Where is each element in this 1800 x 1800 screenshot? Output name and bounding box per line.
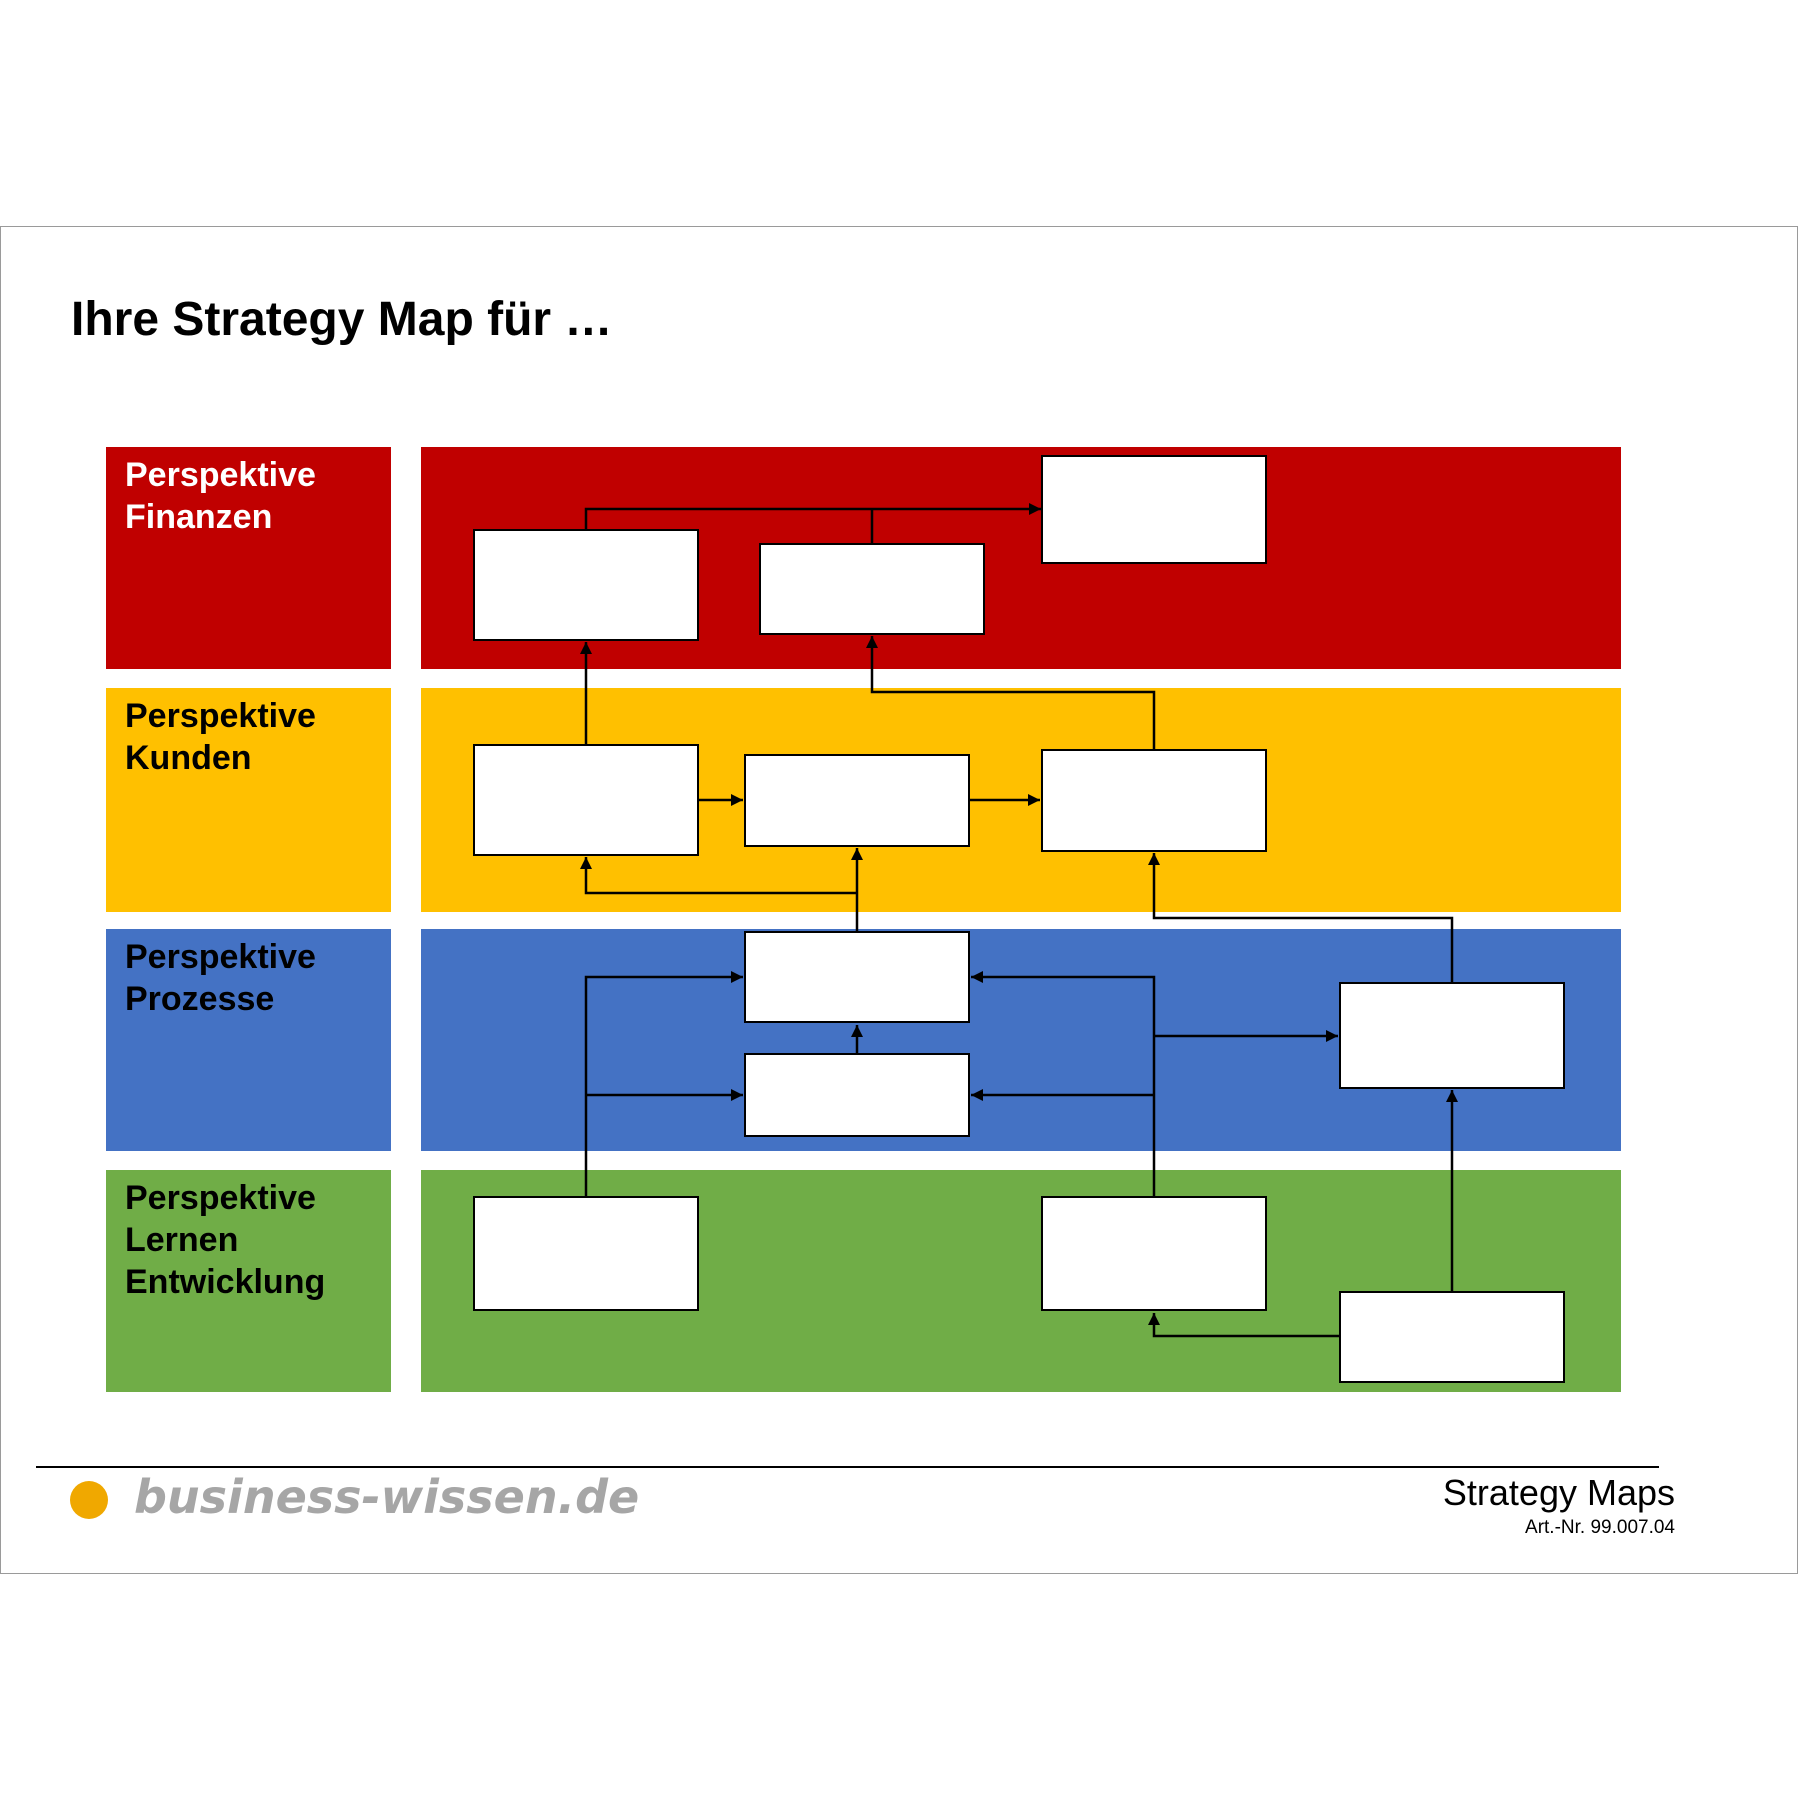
perspective-label-prozesse: Perspektive Prozesse <box>125 938 316 1018</box>
connector-pro3-to-kun3 <box>1148 853 1454 983</box>
band-prozesse-label-area <box>106 929 391 1151</box>
connector-kun3-to-fin2 <box>866 636 1156 750</box>
connector-ler2-to-pro1 <box>971 971 1156 1197</box>
connector-ler3-to-ler2 <box>1148 1313 1340 1338</box>
objective-box-kunden-3[interactable] <box>1041 749 1267 852</box>
objective-box-kunden-2[interactable] <box>744 754 970 847</box>
objective-box-lernen-1[interactable] <box>473 1196 699 1311</box>
perspective-label-finanzen: Perspektive Finanzen <box>125 456 316 536</box>
page-title: Ihre Strategy Map für … <box>71 293 613 346</box>
objective-box-prozesse-2[interactable] <box>744 1053 970 1137</box>
objective-box-kunden-1[interactable] <box>473 744 699 856</box>
objective-box-finanzen-2[interactable] <box>759 543 985 635</box>
article-number: Art.-Nr. 99.007.04 <box>1525 1517 1675 1538</box>
connector-ler1-to-pro1 <box>584 971 743 1197</box>
perspective-label-lernen: Perspektive Lernen Entwicklung <box>125 1179 326 1301</box>
objective-box-lernen-3[interactable] <box>1339 1291 1565 1383</box>
logo-text: business-wissen.de <box>134 1470 640 1524</box>
band-lernen-label-area <box>106 1170 391 1392</box>
objective-box-lernen-2[interactable] <box>1041 1196 1267 1311</box>
connector-pro1-to-kun1 <box>580 857 857 895</box>
objective-box-finanzen-1[interactable] <box>473 529 699 641</box>
band-kunden-label-area <box>106 688 391 912</box>
connector-fin1-to-fin3 <box>584 503 1041 530</box>
logo-dot-icon <box>70 1481 108 1519</box>
objective-box-finanzen-3[interactable] <box>1041 455 1267 564</box>
objective-box-prozesse-1[interactable] <box>744 931 970 1023</box>
band-finanzen-label-area <box>106 447 391 669</box>
perspective-label-kunden: Perspektive Kunden <box>125 697 316 777</box>
objective-box-prozesse-3[interactable] <box>1339 982 1565 1089</box>
document-title: Strategy Maps <box>1442 1472 1675 1513</box>
footer-divider <box>36 1466 1659 1468</box>
